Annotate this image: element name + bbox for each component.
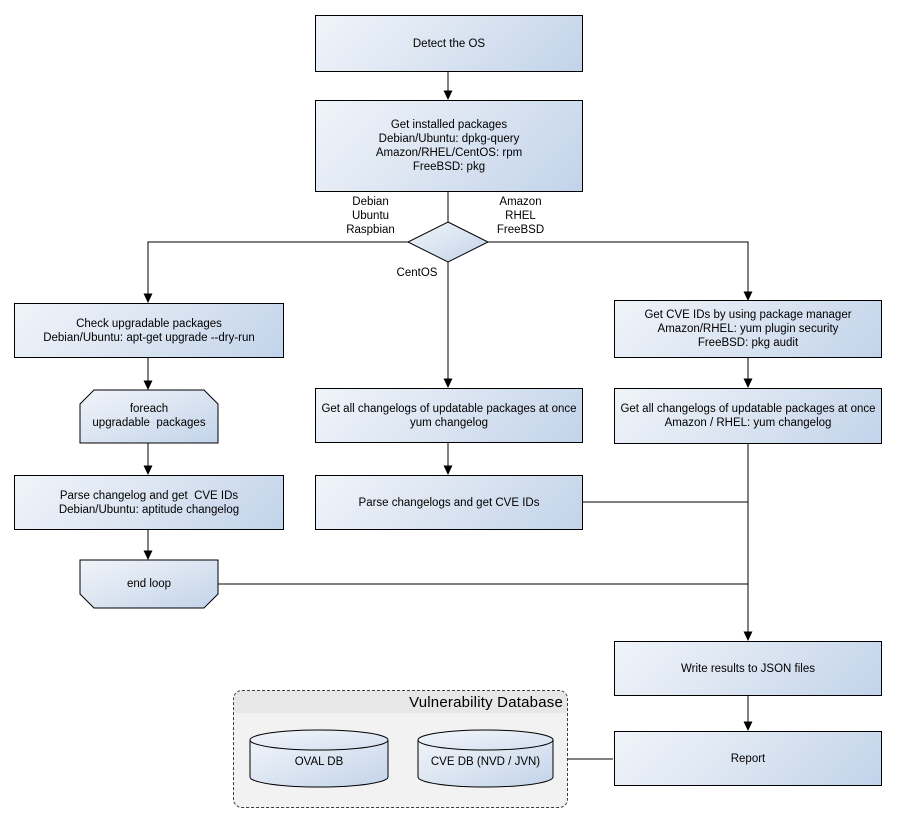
arrowhead [443,378,453,388]
edge-label-centos-branch: CentOS [396,267,438,279]
foreach-loop-label: foreach upgradable packages [92,403,206,429]
end-loop-shape [79,559,219,609]
node-get-changelogs-amazon: Get all changelogs of updatable packages… [614,388,882,444]
node-text: FreeBSD: pkg [412,161,486,173]
node-get-installed-packages: Get installed packages Debian/Ubuntu: dp… [315,100,583,192]
node-text: Parse changelog and get CVE IDs [59,489,239,502]
vulnerability-database-title: Vulnerability Database [409,693,563,711]
cve-db-cylinder [417,739,554,788]
node-text: Amazon/RHEL/CentOS: rpm [375,147,523,159]
edge-decision-right [488,241,749,292]
edge-label-amazon-branch: Amazon RHEL FreeBSD [496,196,545,236]
node-text: yum changelog [410,416,488,429]
node-text: Amazon/RHEL: yum plugin security [657,323,839,335]
arrowhead [443,90,453,100]
arrowhead [143,550,153,560]
node-write-results-json: Write results to JSON files [614,641,882,696]
node-text: FreeBSD: pkg audit [697,337,799,349]
edge-decision-left [147,241,408,294]
node-text: Debian/Ubuntu: apt-get upgrade --dry-run [43,331,255,344]
node-get-cve-package-manager: Get CVE IDs by using package manager Ama… [614,300,882,358]
node-parse-changelog-debian: Parse changelog and get CVE IDs Debian/U… [14,475,284,530]
node-get-changelogs-centos: Get all changelogs of updatable packages… [315,388,583,443]
node-text: Write results to JSON files [681,662,815,675]
node-detect-os: Detect the OS [315,15,583,72]
foreach-loop-shape [79,389,219,444]
node-text: Amazon / RHEL: yum changelog [664,417,832,429]
cve-db-label: CVE DB (NVD / JVN) [430,756,541,768]
oval-db-cylinder [249,739,389,788]
node-report: Report [614,731,882,786]
node-text: Debian/Ubuntu: dpkg-query [378,133,520,145]
node-text: Get all changelogs of updatable packages… [321,402,577,415]
arrowhead [743,721,753,731]
node-parse-changelogs-centos: Parse changelogs and get CVE IDs [315,475,583,530]
arrowhead [743,631,753,641]
vulnerability-database-header: Vulnerability Database [234,691,567,713]
arrowhead [143,465,153,475]
arrowhead [743,291,753,301]
end-loop-label: end loop [126,578,172,590]
node-text: Report [730,752,766,765]
arrowhead [443,465,453,475]
node-text: Parse changelogs and get CVE IDs [358,496,540,509]
cve-db-cylinder-top [417,729,554,751]
node-text: Check upgradable packages [76,317,222,330]
oval-db-label: OVAL DB [294,756,344,768]
node-text: Detect the OS [412,37,486,50]
arrowhead [143,293,153,303]
arrowhead [743,378,753,388]
node-text: Get all changelogs of updatable packages… [620,403,876,415]
oval-db-cylinder-top [249,729,389,751]
node-text: Get CVE IDs by using package manager [644,309,852,321]
node-text: Get installed packages [390,119,508,131]
decision-diamond [406,221,490,263]
node-text: Debian/Ubuntu: aptitude changelog [58,503,240,516]
arrowhead [143,380,153,390]
edge-label-debian-branch: Debian Ubuntu Raspbian [346,196,395,236]
node-check-upgradable-packages: Check upgradable packages Debian/Ubuntu:… [14,303,284,358]
